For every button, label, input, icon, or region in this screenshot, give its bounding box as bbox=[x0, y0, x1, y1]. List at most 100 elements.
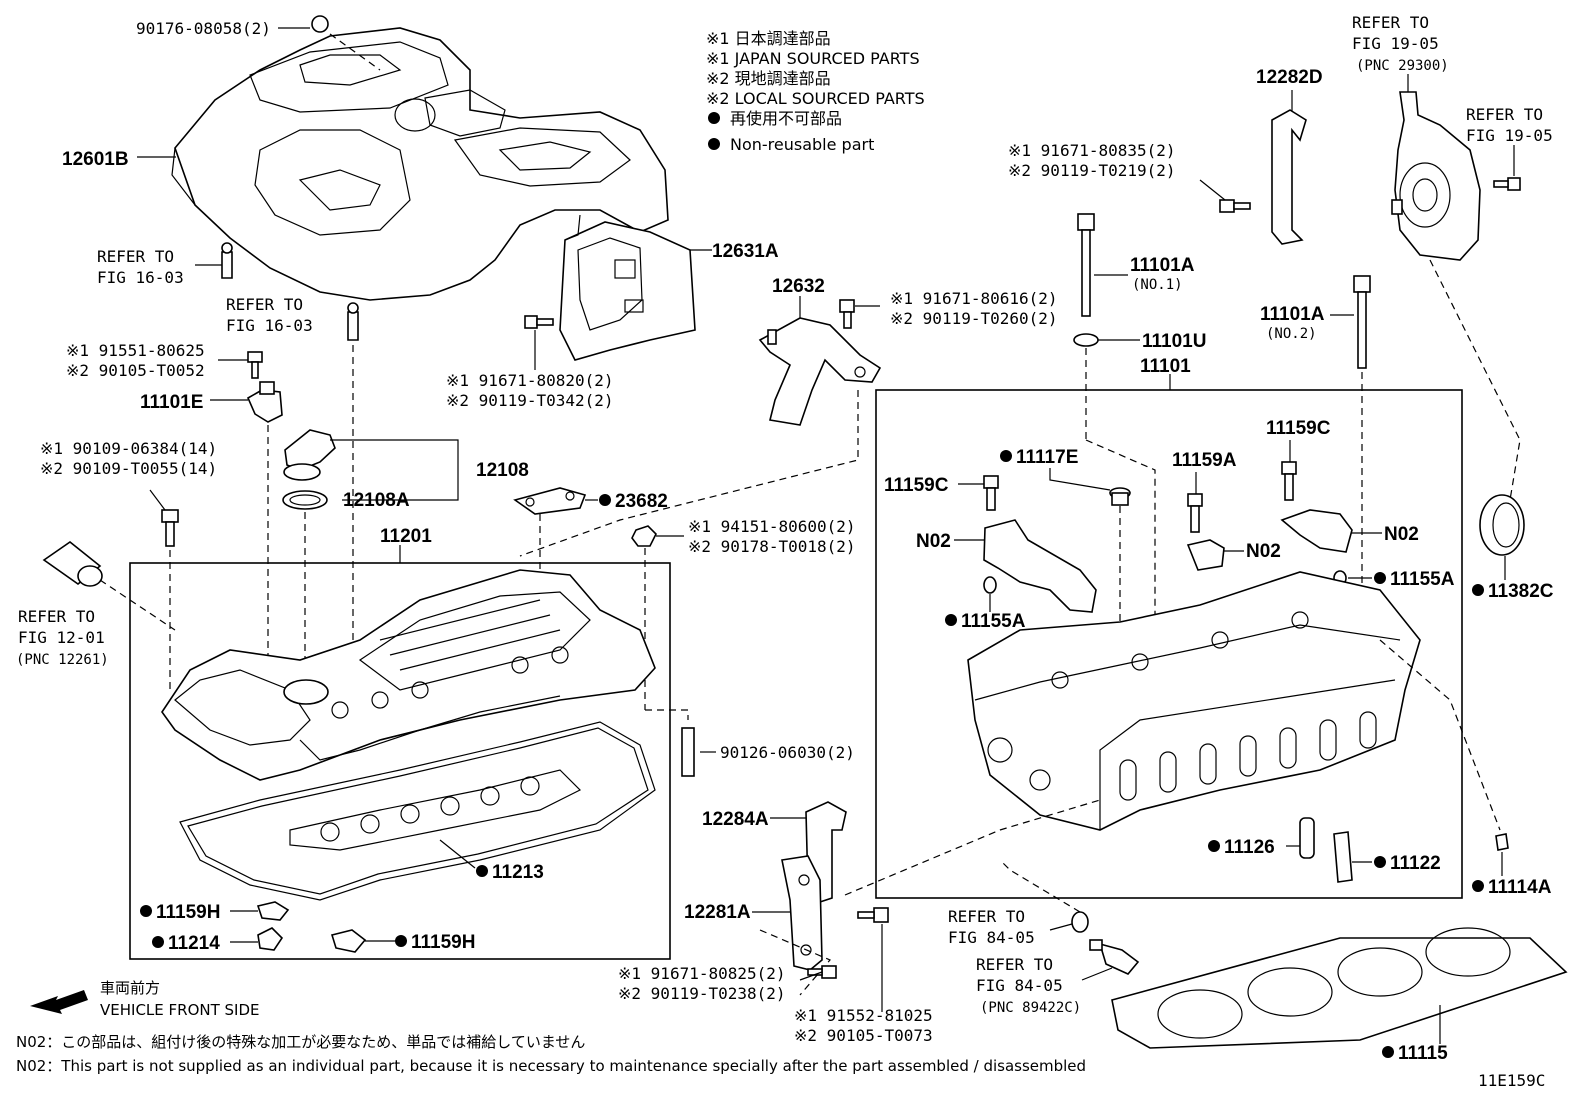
ref-fig-84-05-b: FIG 84-05 bbox=[976, 976, 1063, 995]
label-11117e: 11117E bbox=[1016, 447, 1078, 468]
non-reusable-icon bbox=[152, 936, 164, 948]
cylinder-head-gasket-illustration bbox=[1111, 927, 1568, 1049]
label-12108a: 12108A bbox=[343, 490, 410, 511]
vacuum-pump-illustration bbox=[1391, 91, 1481, 261]
label-11122: 11122 bbox=[1390, 853, 1441, 874]
label-11126: 11126 bbox=[1224, 837, 1275, 858]
head-bolt-no1-icon bbox=[1077, 213, 1095, 317]
footnote-n02-en: N02：This part is not supplied as an indi… bbox=[16, 1057, 1086, 1075]
label-11115: 11115 bbox=[1398, 1043, 1448, 1064]
label-23682: 23682 bbox=[615, 491, 668, 512]
label-11214: 11214 bbox=[168, 933, 220, 954]
ref-pnc-89422c: (PNC 89422C) bbox=[980, 1000, 1081, 1016]
cylinder-head-cover-illustration bbox=[161, 569, 656, 781]
bolt-icon bbox=[161, 509, 179, 547]
bolt-icon bbox=[247, 351, 263, 379]
label-11159c-2: 11159C bbox=[1266, 418, 1331, 439]
bolt-icon bbox=[839, 299, 855, 329]
label-11101a-2: 11101A bbox=[1260, 304, 1325, 325]
non-reusable-icon bbox=[599, 494, 611, 506]
ref-fig-16-03-b: FIG 16-03 bbox=[226, 316, 313, 335]
label-91671-80616: ※1 91671-80616(2) bbox=[890, 289, 1058, 308]
sensor-11101e-icon bbox=[246, 381, 283, 423]
refer-to-label: REFER TO bbox=[948, 907, 1025, 926]
ref-fig-19-05-a: FIG 19-05 bbox=[1352, 34, 1439, 53]
label-11101u: 11101U bbox=[1142, 331, 1206, 352]
non-reusable-icon bbox=[1472, 584, 1484, 596]
non-reusable-icon bbox=[140, 905, 152, 917]
guide-11122-icon bbox=[1333, 831, 1353, 883]
bolt-icon bbox=[1493, 177, 1521, 191]
label-n02-2: N02 bbox=[1246, 541, 1281, 562]
bolt-icon bbox=[524, 315, 554, 329]
legend: ※1 日本調達部品 ※1 JAPAN SOURCED PARTS ※2 現地調達… bbox=[706, 29, 925, 154]
label-11101a-1-sub: (NO.1) bbox=[1132, 277, 1183, 293]
bearing-cap-n02-icon bbox=[1280, 509, 1353, 553]
vehicle-front-arrow-icon bbox=[30, 990, 88, 1014]
label-12631a: 12631A bbox=[712, 241, 779, 262]
refer-to-label: REFER TO bbox=[18, 607, 95, 626]
label-11213: 11213 bbox=[492, 862, 544, 883]
bearing-cap-n02-icon bbox=[1186, 539, 1225, 571]
label-12284a: 12284A bbox=[702, 809, 769, 830]
non-reusable-icon bbox=[1472, 880, 1484, 892]
non-reusable-icon bbox=[1374, 572, 1386, 584]
label-90119-t0260: ※2 90119-T0260(2) bbox=[890, 309, 1058, 328]
label-91671-80835: ※1 91671-80835(2) bbox=[1008, 141, 1176, 160]
label-91671-80825: ※1 91671-80825(2) bbox=[618, 964, 786, 983]
label-11155a-2: 11155A bbox=[1390, 569, 1455, 590]
head-bolt-no2-icon bbox=[1353, 275, 1371, 369]
label-91552-81025: ※1 91552-81025 bbox=[794, 1006, 933, 1025]
legend-local-sourced-en: ※2 LOCAL SOURCED PARTS bbox=[706, 89, 925, 108]
ref-fig-16-03-a: FIG 16-03 bbox=[97, 268, 184, 287]
label-11101: 11101 bbox=[1140, 356, 1191, 377]
label-12281a: 12281A bbox=[684, 902, 751, 923]
hose-icon bbox=[42, 541, 103, 587]
oil-filler-cap-illustration bbox=[283, 429, 336, 481]
bolt-icon bbox=[857, 907, 889, 923]
refer-to-label: REFER TO bbox=[226, 295, 303, 314]
non-reusable-icon bbox=[1000, 450, 1012, 462]
non-reusable-icon bbox=[1208, 840, 1220, 852]
label-90105-t0052: ※2 90105-T0052 bbox=[66, 361, 205, 380]
label-12108: 12108 bbox=[476, 460, 529, 481]
label-11201: 11201 bbox=[380, 526, 432, 547]
non-reusable-icon bbox=[476, 865, 488, 877]
guide-11126-icon bbox=[1299, 817, 1315, 859]
label-11159c-1: 11159C bbox=[884, 475, 949, 496]
temperature-sensor-icon bbox=[1089, 939, 1140, 975]
label-90178-t0018: ※2 90178-T0018(2) bbox=[688, 537, 856, 556]
washer-icon bbox=[1073, 333, 1099, 347]
label-n02-1: N02 bbox=[916, 531, 951, 552]
label-11101a-2-sub: (NO.2) bbox=[1266, 326, 1317, 342]
label-90109-t0055: ※2 90109-T0055(14) bbox=[40, 459, 217, 478]
refer-to-label: REFER TO bbox=[97, 247, 174, 266]
bolt-icon bbox=[1281, 461, 1297, 501]
refer-to-label: REFER TO bbox=[1352, 13, 1429, 32]
stud-icon bbox=[221, 251, 233, 279]
engine-hanger-12281a-illustration bbox=[781, 855, 823, 971]
ref-pnc-12261: (PNC 12261) bbox=[16, 652, 109, 668]
label-11101a-1: 11101A bbox=[1130, 255, 1195, 276]
gasket-11159h-icon bbox=[330, 929, 367, 953]
o-ring-icon bbox=[282, 490, 328, 510]
cylinder-head-illustration bbox=[967, 571, 1421, 831]
bullet-icon bbox=[708, 138, 720, 150]
cylinder-head-box bbox=[875, 389, 1463, 899]
bolt-icon bbox=[983, 475, 999, 511]
stud-bolt-icon bbox=[681, 727, 695, 777]
footnote-n02-jp: N02：この部品は、組付け後の特殊な加工が必要なため、単品では補給していません bbox=[16, 1033, 585, 1051]
label-90126-06030: 90126-06030(2) bbox=[720, 743, 855, 762]
gasket-ring-icon bbox=[1071, 911, 1089, 933]
oil-seal-11382c-icon bbox=[1479, 494, 1525, 556]
hose-clamp-23682-icon bbox=[513, 487, 587, 515]
label-91551-80625: ※1 91551-80625 bbox=[66, 341, 205, 360]
gasket-11159h-icon bbox=[256, 901, 290, 921]
direction-en: VEHICLE FRONT SIDE bbox=[100, 1001, 260, 1019]
bullet-icon bbox=[708, 112, 720, 124]
engine-cover-illustration bbox=[171, 27, 669, 301]
grommet-icon bbox=[311, 15, 329, 33]
plug-11114a-icon bbox=[1495, 833, 1509, 851]
plug-icon bbox=[1109, 487, 1131, 506]
